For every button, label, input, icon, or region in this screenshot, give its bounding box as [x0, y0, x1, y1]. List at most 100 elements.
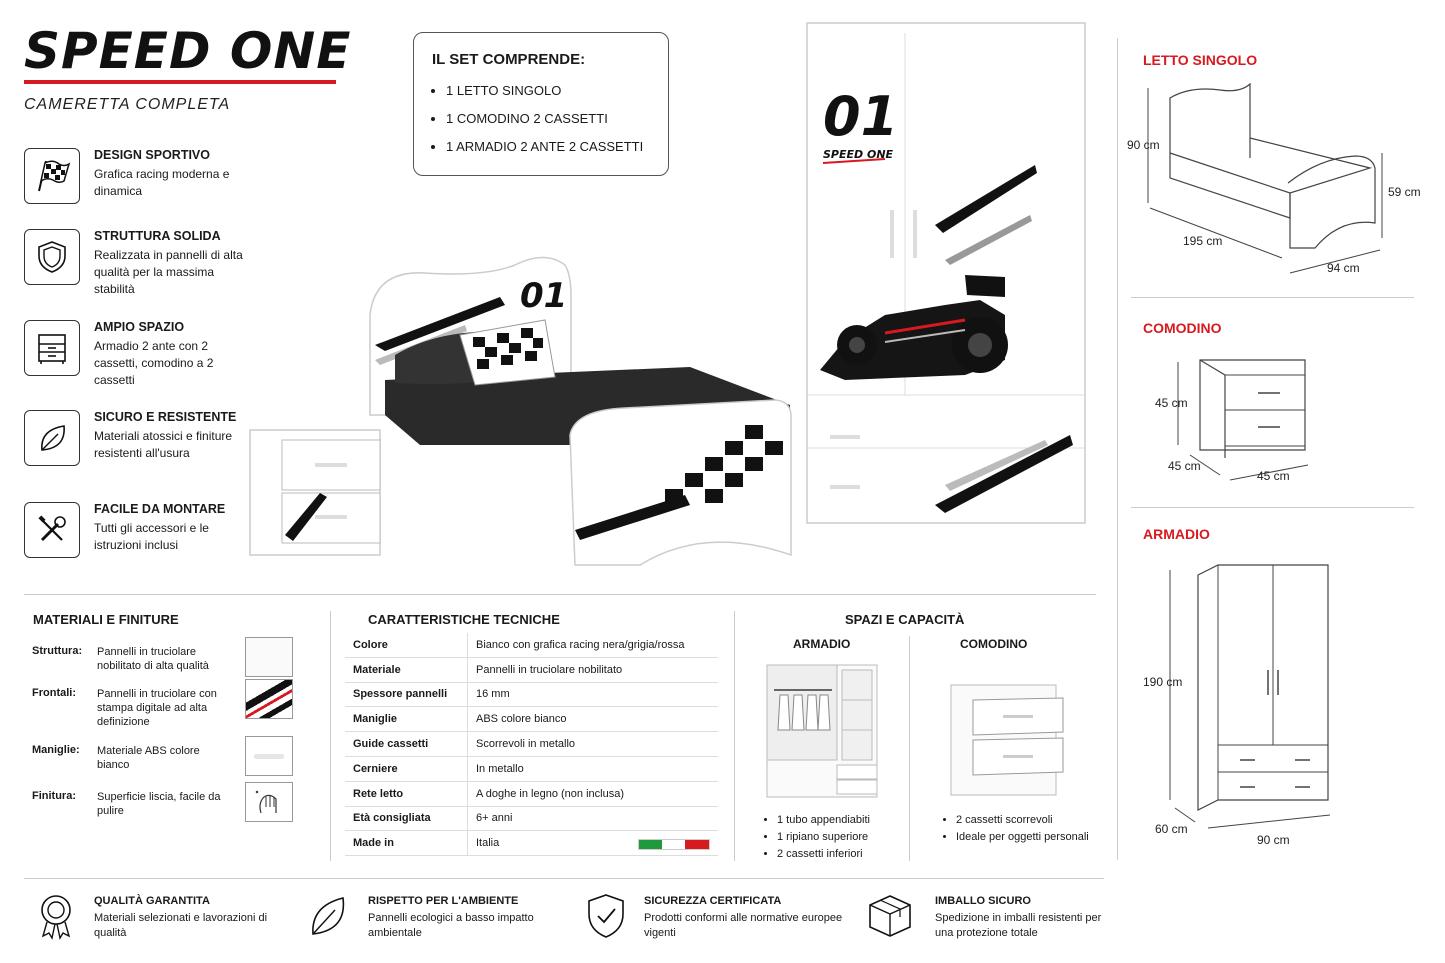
list-item: 2 cassetti inferiori — [777, 846, 870, 863]
set-title: IL SET COMPRENDE: — [432, 51, 586, 68]
material-label: Maniglie: — [32, 744, 80, 756]
wardrobe-body — [806, 22, 1086, 524]
feature-title: DESIGN SPORTIVO — [94, 148, 210, 162]
hand-wipe-icon — [245, 782, 293, 822]
checkered-flag-icon — [24, 148, 80, 204]
divider — [1131, 297, 1414, 298]
capacity-wardrobe-title: ARMADIO — [793, 637, 851, 651]
open-nightstand-illustration — [950, 684, 1064, 796]
brand-subtitle: CAMERETTA COMPLETA — [24, 96, 231, 113]
feature-title: STRUTTURA SOLIDA — [94, 229, 221, 243]
divider — [734, 611, 735, 861]
feature-design: DESIGN SPORTIVO Grafica racing moderna e… — [24, 148, 254, 208]
nightstand-depth: 45 cm — [1168, 459, 1201, 473]
bed-width: 94 cm — [1327, 261, 1360, 275]
capacity-title: SPAZI E CAPACITÀ — [845, 612, 965, 627]
list-item: 1 tubo appendiabiti — [777, 812, 870, 829]
nightstand-handle — [315, 463, 347, 467]
divider — [24, 878, 1104, 879]
feature-spazio: AMPIO SPAZIO Armadio 2 ante con 2 casset… — [24, 320, 254, 387]
drawers-icon — [24, 320, 80, 376]
bed-number: 01 — [520, 276, 567, 316]
wardrobe-dimensions-title: ARMADIO — [1143, 526, 1210, 542]
brand-underline — [24, 80, 336, 84]
wardrobe-depth: 60 cm — [1155, 822, 1188, 836]
bed-dimensions-title: LETTO SINGOLO — [1143, 52, 1258, 68]
italy-flag-icon — [638, 838, 710, 850]
bed-foot-height: 59 cm — [1388, 185, 1421, 199]
feature-sicuro: SICURO E RESISTENTE Materiali atossici e… — [24, 410, 254, 470]
set-item: 1 LETTO SINGOLO — [446, 77, 643, 105]
brand-title: SPEED ONE — [24, 22, 352, 80]
wardrobe-logo-line — [822, 158, 886, 164]
shield-check-icon — [585, 892, 627, 945]
leaf-icon — [307, 892, 349, 945]
material-label: Finitura: — [32, 790, 76, 802]
divider — [909, 636, 910, 861]
product-illustration: 01 01 SPEED ONE — [249, 22, 1086, 566]
list-item: 1 ripiano superiore — [777, 829, 870, 846]
nightstand-handle — [315, 515, 347, 519]
nightstand-height: 45 cm — [1155, 396, 1188, 410]
capacity-wardrobe-list: 1 tubo appendiabiti 1 ripiano superiore … — [763, 812, 870, 863]
divider — [24, 594, 1096, 595]
feature-desc: Tutti gli accessori e le istruzioni incl… — [94, 521, 209, 552]
open-wardrobe-illustration — [766, 664, 878, 798]
feature-desc: Armadio 2 ante con 2 cassetti, comodino … — [94, 339, 214, 387]
bottom-feature: RISPETTO PER L'AMBIENTE Pannelli ecologi… — [368, 895, 534, 939]
nightstand-stripe — [285, 493, 327, 541]
shield-icon — [24, 229, 80, 285]
feature-title: SICURO E RESISTENTE — [94, 410, 237, 424]
bed-footboard — [569, 399, 792, 566]
divider — [330, 611, 331, 861]
nightstand-dimension-drawing — [1177, 359, 1309, 481]
divider — [1131, 507, 1414, 508]
bed-stripe — [375, 297, 505, 351]
bed-length: 195 cm — [1183, 234, 1223, 248]
wardrobe-bottom-stripe — [945, 440, 1048, 491]
material-value: Materiale ABS colore bianco — [97, 745, 200, 771]
wardrobe-drawer-handle — [830, 435, 860, 439]
wardrobe-dimension-drawing — [1169, 564, 1331, 829]
nightstand-dimensions-title: COMODINO — [1143, 320, 1222, 336]
set-box: IL SET COMPRENDE: 1 LETTO SINGOLO 1 COMO… — [413, 32, 669, 176]
material-swatch — [245, 679, 293, 719]
specs-title: CARATTERISTICHE TECNICHE — [368, 612, 560, 627]
material-value: Pannelli in truciolare nobilitato di alt… — [97, 646, 209, 672]
wardrobe-bottom-stripe — [935, 435, 1073, 513]
capacity-nightstand-list: 2 cassetti scorrevoli Ideale per oggetti… — [942, 812, 1096, 846]
feature-desc: Materiali atossici e finiture resistenti… — [94, 429, 233, 460]
bottom-feature: IMBALLO SICURO Spedizione in imballi res… — [935, 895, 1102, 939]
feature-desc: Grafica racing moderna e dinamica — [94, 167, 230, 198]
material-swatch — [245, 736, 293, 776]
footboard-stripe — [575, 495, 690, 540]
wardrobe-height: 190 cm — [1143, 675, 1183, 689]
capacity-nightstand-title: COMODINO — [960, 637, 1028, 651]
feature-montaggio: FACILE DA MONTARE Tutti gli accessori e … — [24, 502, 254, 562]
material-value: Superficie liscia, facile da pulire — [97, 791, 221, 817]
wardrobe-stripe — [935, 165, 1037, 233]
nightstand-width: 45 cm — [1257, 469, 1290, 483]
set-list: 1 LETTO SINGOLO 1 COMODINO 2 CASSETTI 1 … — [432, 77, 643, 161]
wardrobe-handle — [913, 210, 917, 258]
wardrobe-number: 01 — [823, 85, 898, 148]
wardrobe-handle — [890, 210, 894, 258]
list-item: 2 cassetti scorrevoli — [956, 812, 1096, 829]
feature-title: FACILE DA MONTARE — [94, 502, 226, 516]
right-column-divider — [1117, 38, 1118, 860]
leaf-icon — [24, 410, 80, 466]
race-car-graphic — [820, 275, 1008, 380]
wardrobe-width: 90 cm — [1257, 833, 1290, 847]
bed-height: 90 cm — [1127, 138, 1160, 152]
set-item: 1 ARMADIO 2 ANTE 2 CASSETTI — [446, 133, 643, 161]
